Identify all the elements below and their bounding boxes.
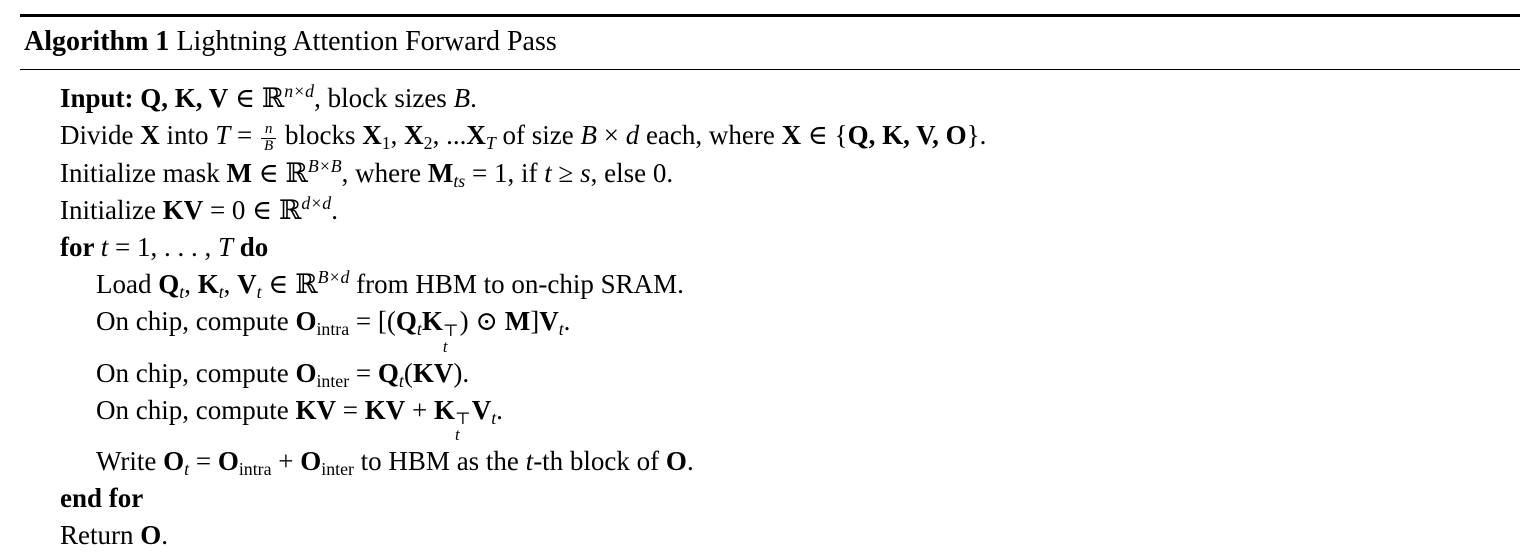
algorithm-line-10: Write Ot = Ointra + Ointer to HBM as the… [96, 446, 694, 480]
algorithm-line-4: Initialize KV = 0 ∈ ℝd×d. [60, 193, 338, 226]
algorithm-line-8: On chip, compute Ointer = Qt(KV). [96, 357, 470, 391]
algorithm-body: Input: Q, K, V ∈ ℝn×d, block sizes B. Div… [20, 70, 1520, 560]
algorithm-line-1: Input: Q, K, V ∈ ℝn×d, block sizes B. [60, 81, 477, 113]
algorithm-line-5: for t = 1, . . . , T do [60, 232, 269, 263]
algorithm-name: Lightning Attention Forward Pass [169, 26, 557, 57]
algorithm-line-3: Initialize mask M ∈ ℝB×B, where Mts = 1,… [60, 156, 674, 192]
title-rule [20, 69, 1520, 70]
sub-sup-stack: ⊤t [454, 409, 471, 445]
algorithm-line-12: Return O. [60, 520, 169, 551]
algorithm-label: Algorithm 1 [24, 26, 170, 57]
algorithm-title: Algorithm 1 Lightning Attention Forward … [20, 17, 1520, 69]
algorithm-line-6: Load Qt, Kt, Vt ∈ ℝB×d from HBM to on-ch… [96, 267, 684, 303]
algorithm-box: Algorithm 1 Lightning Attention Forward … [20, 14, 1520, 560]
sub-sup-stack: ⊤t [442, 320, 459, 356]
top-rule [20, 14, 1520, 17]
algorithm-line-7: On chip, compute Ointra = [(QtK⊤t) ⊙ M]V… [96, 306, 571, 356]
algorithm-line-11: end for [60, 483, 144, 514]
